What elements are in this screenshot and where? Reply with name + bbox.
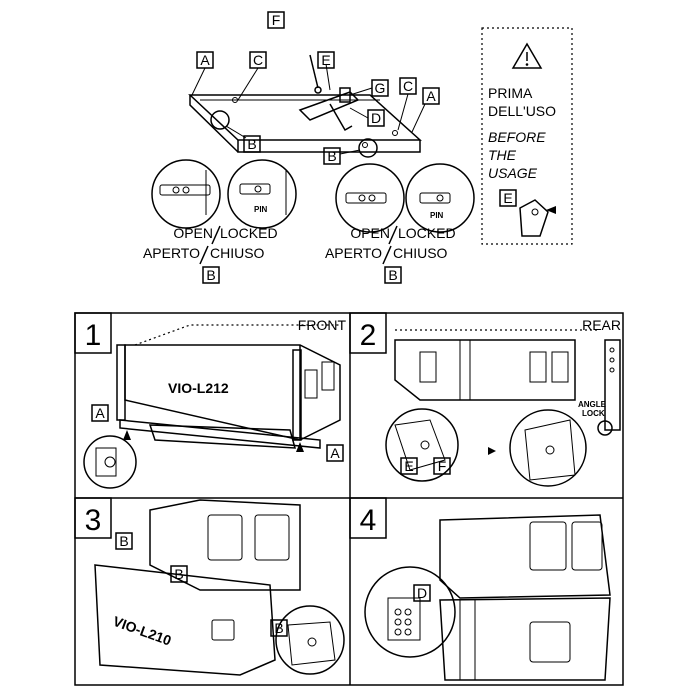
svg-text:C: C <box>253 52 263 68</box>
svg-text:BEFORE: BEFORE <box>488 129 546 145</box>
callout-top-g: G <box>371 79 389 97</box>
svg-text:A: A <box>426 88 436 104</box>
svg-text:3: 3 <box>85 504 102 537</box>
svg-text:A: A <box>330 445 340 461</box>
callout-top-a-left: A <box>196 51 214 69</box>
detail-open-right <box>335 163 405 233</box>
callout-top-f: F <box>267 11 285 29</box>
callout-top-d: D <box>367 109 385 127</box>
svg-text:A: A <box>95 405 105 421</box>
svg-text:4: 4 <box>360 504 377 537</box>
svg-text:B: B <box>388 267 397 283</box>
svg-text:OPEN: OPEN <box>173 225 213 241</box>
panel-3: 3 VIO-L210 B B B <box>74 497 345 676</box>
svg-text:VIO-L212: VIO-L212 <box>168 380 229 396</box>
label-group-right: OPEN LOCKED APERTO CHIUSO B <box>325 225 456 284</box>
panel-4: 4 D <box>349 497 611 681</box>
callout-top-b-right: B <box>323 147 341 165</box>
svg-text:LOCKED: LOCKED <box>220 225 278 241</box>
label-group-left: OPEN LOCKED APERTO CHIUSO B <box>143 225 278 284</box>
svg-text:1: 1 <box>85 319 102 352</box>
svg-text:CHIUSO: CHIUSO <box>210 245 265 261</box>
svg-text:PRIMA: PRIMA <box>488 85 533 101</box>
svg-text:PIN: PIN <box>430 211 444 220</box>
svg-text:D: D <box>417 585 427 601</box>
svg-text:APERTO: APERTO <box>143 245 200 261</box>
svg-text:REAR: REAR <box>582 317 621 333</box>
svg-text:B: B <box>274 620 283 636</box>
svg-text:E: E <box>404 458 413 474</box>
svg-text:2: 2 <box>360 319 377 352</box>
svg-text:E: E <box>321 52 330 68</box>
svg-text:APERTO: APERTO <box>325 245 382 261</box>
svg-text:C: C <box>403 78 413 94</box>
svg-text:DELL'USO: DELL'USO <box>488 103 556 119</box>
svg-text:VIO-L210: VIO-L210 <box>111 613 174 649</box>
svg-text:ANGLE: ANGLE <box>578 400 607 409</box>
svg-text:OPEN: OPEN <box>350 225 390 241</box>
svg-text:F: F <box>272 12 281 28</box>
detail-locked-right: PIN <box>405 163 475 233</box>
svg-text:B: B <box>119 533 128 549</box>
callout-top-a-right: A <box>422 87 440 105</box>
svg-text:THE: THE <box>488 147 517 163</box>
panel-2: 2 REAR ANGLE LOCK E F <box>349 312 621 487</box>
callout-top-b-left: B <box>243 135 261 153</box>
svg-text:F: F <box>438 458 447 474</box>
warning-box: PRIMA DELL'USO BEFORE THE USAGE E <box>481 27 573 245</box>
svg-text:B: B <box>174 566 183 582</box>
svg-text:E: E <box>503 190 512 206</box>
svg-text:LOCK: LOCK <box>582 409 605 418</box>
panel-1: 1 FRONT VIO-L212 A A <box>74 312 346 489</box>
svg-text:USAGE: USAGE <box>488 165 538 181</box>
flybar-illustration <box>188 54 426 158</box>
svg-text:LOCKED: LOCKED <box>398 225 456 241</box>
callout-top-e: E <box>317 51 335 69</box>
callout-top-c-left: C <box>249 51 267 69</box>
svg-text:B: B <box>206 267 215 283</box>
detail-open-left <box>151 159 221 229</box>
svg-text:B: B <box>247 136 256 152</box>
svg-text:CHIUSO: CHIUSO <box>393 245 448 261</box>
callout-top-c-right: C <box>399 77 417 95</box>
svg-text:G: G <box>375 80 386 96</box>
detail-locked-left: PIN <box>227 159 297 229</box>
svg-text:B: B <box>327 148 336 164</box>
svg-text:PIN: PIN <box>254 205 268 214</box>
svg-text:A: A <box>200 52 210 68</box>
svg-text:D: D <box>371 110 381 126</box>
